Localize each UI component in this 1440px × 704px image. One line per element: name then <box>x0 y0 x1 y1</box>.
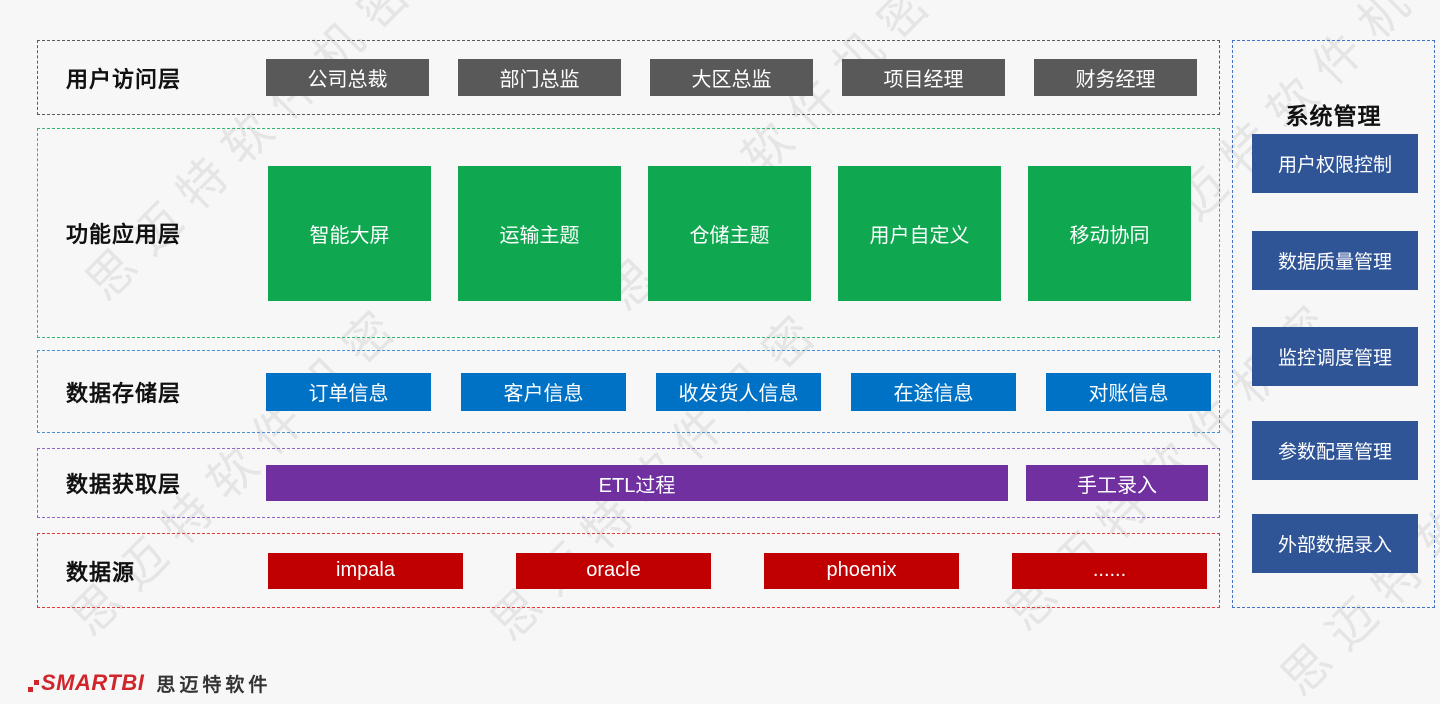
node-intransit-info: 在途信息 <box>851 372 1016 411</box>
node-customer-info: 客户信息 <box>461 372 626 411</box>
layer-section-datasource: 数据源 impala oracle phoenix ...... <box>37 533 1220 608</box>
node-etl-process: ETL过程 <box>266 465 1008 501</box>
datasource-boxes: impala oracle phoenix ...... <box>268 552 1207 589</box>
node-consignee-info: 收发货人信息 <box>656 372 821 411</box>
smartbi-logo-brand: SMARTBI <box>41 670 145 695</box>
smartbi-logo-dots-icon <box>28 673 40 693</box>
node-smart-dashboard: 智能大屏 <box>268 165 431 301</box>
node-oracle: oracle <box>516 552 711 589</box>
smartbi-logo: SMARTBI 思迈特软件 <box>28 668 271 698</box>
node-more-sources: ...... <box>1012 552 1207 589</box>
node-transport-theme: 运输主题 <box>458 165 621 301</box>
node-impala: impala <box>268 552 463 589</box>
node-data-quality-management: 数据质量管理 <box>1252 231 1418 290</box>
node-manual-entry: 手工录入 <box>1026 465 1208 501</box>
user-access-boxes: 公司总裁 部门总监 大区总监 项目经理 财务经理 <box>266 59 1197 96</box>
layer-label-storage: 数据存储层 <box>66 380 182 406</box>
node-user-defined: 用户自定义 <box>838 165 1001 301</box>
node-external-data-entry: 外部数据录入 <box>1252 514 1418 573</box>
layer-label-user-access: 用户访问层 <box>66 66 182 92</box>
node-order-info: 订单信息 <box>266 372 431 411</box>
smartbi-logo-company: 思迈特软件 <box>156 674 272 696</box>
layer-section-acquisition: 数据获取层 ETL过程 手工录入 <box>37 448 1220 518</box>
system-management-title: 系统管理 <box>1285 103 1382 129</box>
layer-label-datasource: 数据源 <box>66 559 136 585</box>
layer-section-storage: 数据存储层 订单信息 客户信息 收发货人信息 在途信息 对账信息 <box>37 350 1220 433</box>
layer-section-application: 功能应用层 智能大屏 运输主题 仓储主题 用户自定义 移动协同 <box>37 128 1220 338</box>
node-department-director: 部门总监 <box>458 59 621 96</box>
node-warehouse-theme: 仓储主题 <box>648 165 811 301</box>
layer-section-user-access: 用户访问层 公司总裁 部门总监 大区总监 项目经理 财务经理 <box>37 40 1220 115</box>
system-management-panel: 系统管理 用户权限控制 数据质量管理 监控调度管理 参数配置管理 外部数据录入 <box>1232 40 1435 608</box>
node-finance-manager: 财务经理 <box>1034 59 1197 96</box>
node-parameter-config-management: 参数配置管理 <box>1252 421 1418 480</box>
node-region-director: 大区总监 <box>650 59 813 96</box>
acquisition-boxes: ETL过程 手工录入 <box>266 465 1208 501</box>
layer-label-acquisition: 数据获取层 <box>66 472 182 497</box>
node-project-manager: 项目经理 <box>842 59 1005 96</box>
node-monitor-schedule-management: 监控调度管理 <box>1252 327 1418 386</box>
node-user-permission-control: 用户权限控制 <box>1252 134 1418 193</box>
node-company-president: 公司总裁 <box>266 59 429 96</box>
application-boxes: 智能大屏 运输主题 仓储主题 用户自定义 移动协同 <box>268 165 1191 301</box>
layer-label-application: 功能应用层 <box>66 222 182 247</box>
node-reconciliation-info: 对账信息 <box>1046 372 1211 411</box>
node-mobile-collaboration: 移动协同 <box>1028 165 1191 301</box>
storage-boxes: 订单信息 客户信息 收发货人信息 在途信息 对账信息 <box>266 372 1211 411</box>
node-phoenix: phoenix <box>764 552 959 589</box>
